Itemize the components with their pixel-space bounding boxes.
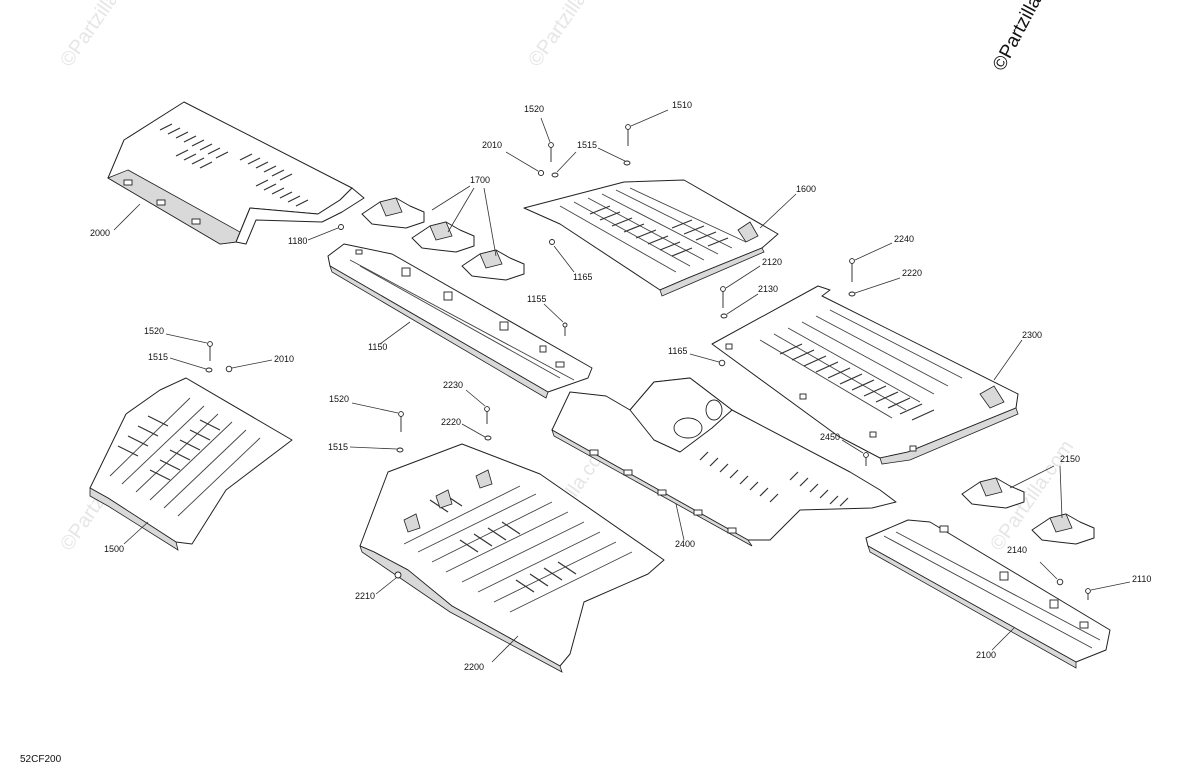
callout-1520-center: 1520 [329, 394, 349, 404]
screw-2120[interactable] [720, 286, 726, 292]
nut-2140[interactable] [1056, 578, 1064, 586]
slot-rows-2400 [699, 451, 849, 507]
part-1700[interactable] [361, 197, 525, 281]
callout-1520-left: 1520 [144, 326, 164, 336]
callout-2240: 2240 [894, 234, 914, 244]
diagram-code: 52CF200 [20, 754, 62, 765]
callout-2000: 2000 [90, 228, 110, 238]
callout-1500: 1500 [104, 544, 124, 554]
callout-2300: 2300 [1022, 330, 1042, 340]
callout-2130: 2130 [758, 284, 778, 294]
nut-1165-right[interactable] [718, 359, 726, 367]
callout-2230: 2230 [443, 380, 463, 390]
watermark-top-center: ©Partzilla.com [524, 0, 616, 71]
watermark-corner: ©Partzilla.com [989, 0, 1065, 74]
callout-2100: 2100 [976, 650, 996, 660]
screw-1520-top[interactable] [548, 142, 554, 148]
part-2400[interactable] [551, 377, 897, 547]
callout-1700: 1700 [470, 175, 490, 185]
screw-2230[interactable] [484, 406, 490, 412]
nut-2210[interactable] [394, 571, 402, 579]
callout-2150: 2150 [1060, 454, 1080, 464]
callout-2400: 2400 [675, 539, 695, 549]
screw-2240[interactable] [849, 258, 855, 264]
part-1600[interactable] [523, 179, 779, 297]
washer-1515-center[interactable] [396, 447, 404, 453]
part-1500[interactable] [89, 377, 293, 551]
callout-1150: 1150 [368, 342, 387, 352]
slot-rows-1500 [109, 397, 261, 517]
washer-2220-center[interactable] [484, 435, 492, 441]
callout-2210: 2210 [355, 591, 375, 601]
screw-1520-left[interactable] [207, 341, 213, 347]
part-2150[interactable] [961, 477, 1095, 545]
screw-1510[interactable] [625, 124, 631, 130]
callout-1510: 1510 [672, 100, 692, 110]
callout-2140: 2140 [1007, 545, 1027, 555]
part-2300[interactable] [711, 285, 1019, 465]
callout-1515-center: 1515 [328, 442, 348, 452]
washer-2130[interactable] [720, 313, 728, 319]
screw-1520-center[interactable] [398, 411, 404, 417]
callout-2220-center: 2220 [441, 417, 461, 427]
callout-1515-top: 1515 [577, 140, 597, 150]
part-2100[interactable] [865, 519, 1111, 669]
callout-1600: 1600 [796, 184, 816, 194]
callout-2200: 2200 [464, 662, 484, 672]
washer-1515-left-panel[interactable] [205, 367, 213, 373]
callout-1180: 1180 [288, 236, 307, 246]
part-2200[interactable] [359, 443, 665, 673]
slot-rows-2300 [759, 309, 963, 421]
callout-2010-left: 2010 [274, 354, 294, 364]
callout-2110: 2110 [1132, 574, 1151, 584]
callout-1165-right: 1165 [668, 346, 687, 356]
washer-1515-right[interactable] [623, 160, 631, 166]
callout-1155: 1155 [527, 294, 546, 304]
washer-1515-left[interactable] [551, 172, 559, 178]
nut-2010-top[interactable] [537, 169, 545, 177]
part-2000[interactable] [107, 101, 365, 245]
callout-1520-top: 1520 [524, 104, 544, 114]
screw-2110[interactable] [1085, 588, 1091, 594]
watermark-top-left: ©Partzilla.com [56, 0, 148, 71]
callout-2120: 2120 [762, 257, 782, 267]
screw-2450[interactable] [863, 452, 869, 458]
callout-2010-top: 2010 [482, 140, 502, 150]
callout-2220-right: 2220 [902, 268, 922, 278]
slot-rows-1600 [559, 187, 747, 273]
callout-1515-left: 1515 [148, 352, 168, 362]
nut-1165-left[interactable] [549, 239, 555, 245]
screw-1155[interactable] [562, 322, 568, 328]
slot-rows-2200 [403, 485, 633, 613]
washer-2220-right[interactable] [848, 291, 856, 297]
screw-1180[interactable] [338, 224, 344, 230]
part-1150[interactable] [327, 243, 593, 399]
callout-2450: 2450 [820, 432, 840, 442]
slot-rows-2000 [159, 123, 309, 207]
nut-2010-left[interactable] [225, 365, 233, 373]
callout-1165-top: 1165 [573, 272, 592, 282]
